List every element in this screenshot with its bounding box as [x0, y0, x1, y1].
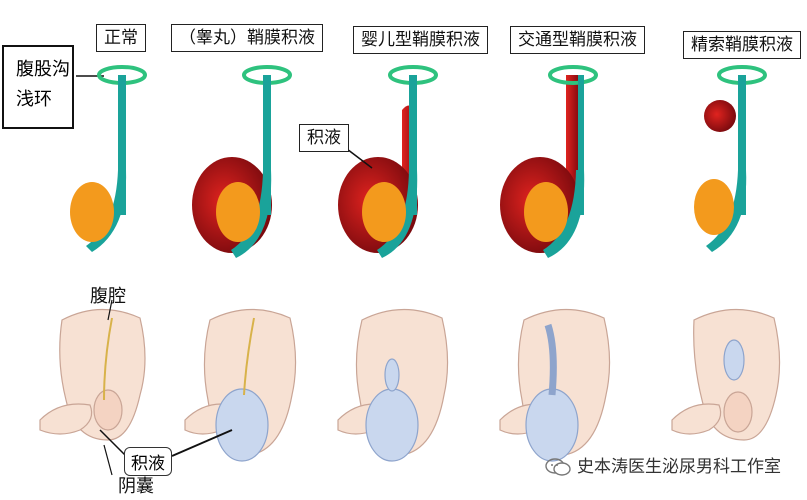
anatomy-illustrations	[39, 308, 781, 462]
testis	[70, 182, 114, 242]
scrotum-label: 阴囊	[118, 476, 154, 497]
header-infant-hydrocele: 婴儿型鞘膜积液	[353, 26, 488, 54]
diagram-testis-hydrocele	[192, 65, 292, 258]
footer-text: 史本涛医生泌尿男科工作室	[577, 457, 781, 477]
spermatic-cord	[409, 75, 417, 215]
tunica	[231, 170, 272, 258]
testis	[694, 179, 734, 235]
inguinal-ring-icon	[548, 65, 598, 85]
footer-watermark: 史本涛医生泌尿男科工作室	[545, 452, 781, 477]
fluid-pointer-right	[171, 429, 233, 457]
fluid-pointer-left	[99, 429, 127, 457]
scrotum-pointer	[103, 444, 113, 476]
testis	[524, 182, 568, 242]
fluid-label-bottom: 积液	[124, 447, 172, 476]
header-testis-hydrocele: （睾丸）鞘膜积液	[171, 24, 323, 52]
tunica	[543, 170, 585, 258]
spermatic-cord	[263, 75, 271, 215]
diagram-cord-hydrocele	[694, 65, 767, 252]
wechat-icon	[545, 458, 571, 476]
testis	[362, 182, 406, 242]
anatomy-normal	[39, 308, 146, 441]
spermatic-cord	[738, 75, 746, 215]
header-communicating-hydrocele: 交通型鞘膜积液	[510, 26, 645, 54]
tunica	[86, 170, 127, 252]
testis	[216, 182, 260, 242]
header-normal: 正常	[96, 24, 146, 52]
anatomy-testis-hydrocele	[184, 308, 297, 462]
header-cord-hydrocele: 精索鞘膜积液	[683, 31, 801, 59]
spermatic-cord	[118, 75, 126, 215]
fluid-cord	[566, 75, 578, 195]
tunica	[706, 170, 747, 252]
fluid-cyst	[704, 100, 736, 132]
diagram-infant-hydrocele	[338, 65, 438, 258]
anatomy-communicating-hydrocele	[499, 308, 611, 462]
abdominal-cavity-label: 腹腔	[90, 286, 126, 307]
tunica	[377, 170, 418, 258]
diagram-normal	[70, 65, 147, 252]
fluid-label-top: 积液	[299, 124, 349, 152]
inguinal-ring-label: 腹股沟 浅环	[2, 45, 74, 129]
spermatic-cord	[578, 75, 584, 215]
abdomen-pointer	[107, 299, 113, 321]
anatomy-infant-hydrocele	[337, 308, 449, 462]
anatomy-cord-hydrocele	[671, 308, 781, 441]
diagram-communicating-hydrocele	[500, 65, 598, 258]
